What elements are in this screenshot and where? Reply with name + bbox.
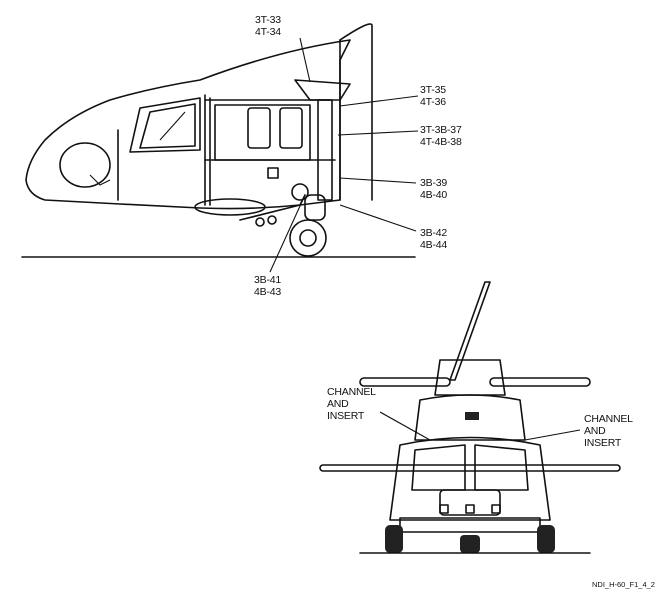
callout-line: 4B-43 [254, 286, 282, 298]
fuselage-outline [25, 39, 351, 210]
callout-line: 4B-44 [420, 239, 448, 251]
callout-line: INSERT [584, 437, 622, 449]
side-view-helicopter [21, 23, 419, 273]
stub-wings [319, 464, 621, 472]
callout-line: 4T-36 [420, 96, 446, 108]
callout-3t-35: 3T-35 4T-36 [420, 84, 446, 108]
rotor-blade-right [489, 377, 591, 387]
callout-3t-3b-37: 3T-3B-37 4T-4B-38 [420, 124, 462, 148]
tail-wheel [460, 535, 480, 553]
callout-line: 3T-35 [420, 84, 446, 96]
callout-line: CHANNEL [584, 413, 633, 425]
callout-3t-33: 3T-33 4T-34 [255, 14, 281, 38]
upper-fairing [294, 79, 351, 101]
cockpit-window [129, 97, 201, 153]
callout-line: 3T-33 [255, 14, 281, 26]
left-wheel [385, 525, 403, 553]
callout-3b-41: 3B-41 4B-43 [254, 274, 281, 298]
rotor-blade-left [359, 377, 451, 387]
rotor-blade-vertical [449, 281, 491, 381]
front-view-helicopter [319, 281, 621, 554]
callout-line: 3B-41 [254, 274, 282, 286]
fuselage-front [389, 436, 551, 521]
callout-channel-insert-right: CHANNEL AND INSERT [584, 413, 633, 449]
rotor-hub [434, 359, 506, 396]
callout-3b-42: 3B-42 4B-44 [420, 227, 447, 251]
callout-line: 3B-39 [420, 177, 448, 189]
right-wheel [537, 525, 555, 553]
callout-line: AND [584, 425, 606, 437]
figure-id: NDI_H-60_F1_4_2 [592, 580, 655, 589]
callout-line: INSERT [327, 410, 365, 422]
callout-line: AND [327, 398, 349, 410]
callout-line: CHANNEL [327, 386, 376, 398]
callout-3b-39: 3B-39 4B-40 [420, 177, 447, 201]
tail-cone [339, 23, 373, 201]
callout-line: 4B-40 [420, 189, 448, 201]
callout-line: 4T-4B-38 [420, 136, 462, 148]
cabin-door [214, 104, 311, 161]
callout-line: 3T-3B-37 [420, 124, 462, 136]
stub-wing [194, 198, 266, 216]
nose-window [59, 142, 111, 188]
callout-channel-insert-left: CHANNEL AND INSERT [327, 386, 376, 422]
callout-line: 4T-34 [255, 26, 281, 38]
engine-cowling [414, 394, 526, 441]
main-wheel [289, 219, 327, 257]
callout-line: 3B-42 [420, 227, 448, 239]
